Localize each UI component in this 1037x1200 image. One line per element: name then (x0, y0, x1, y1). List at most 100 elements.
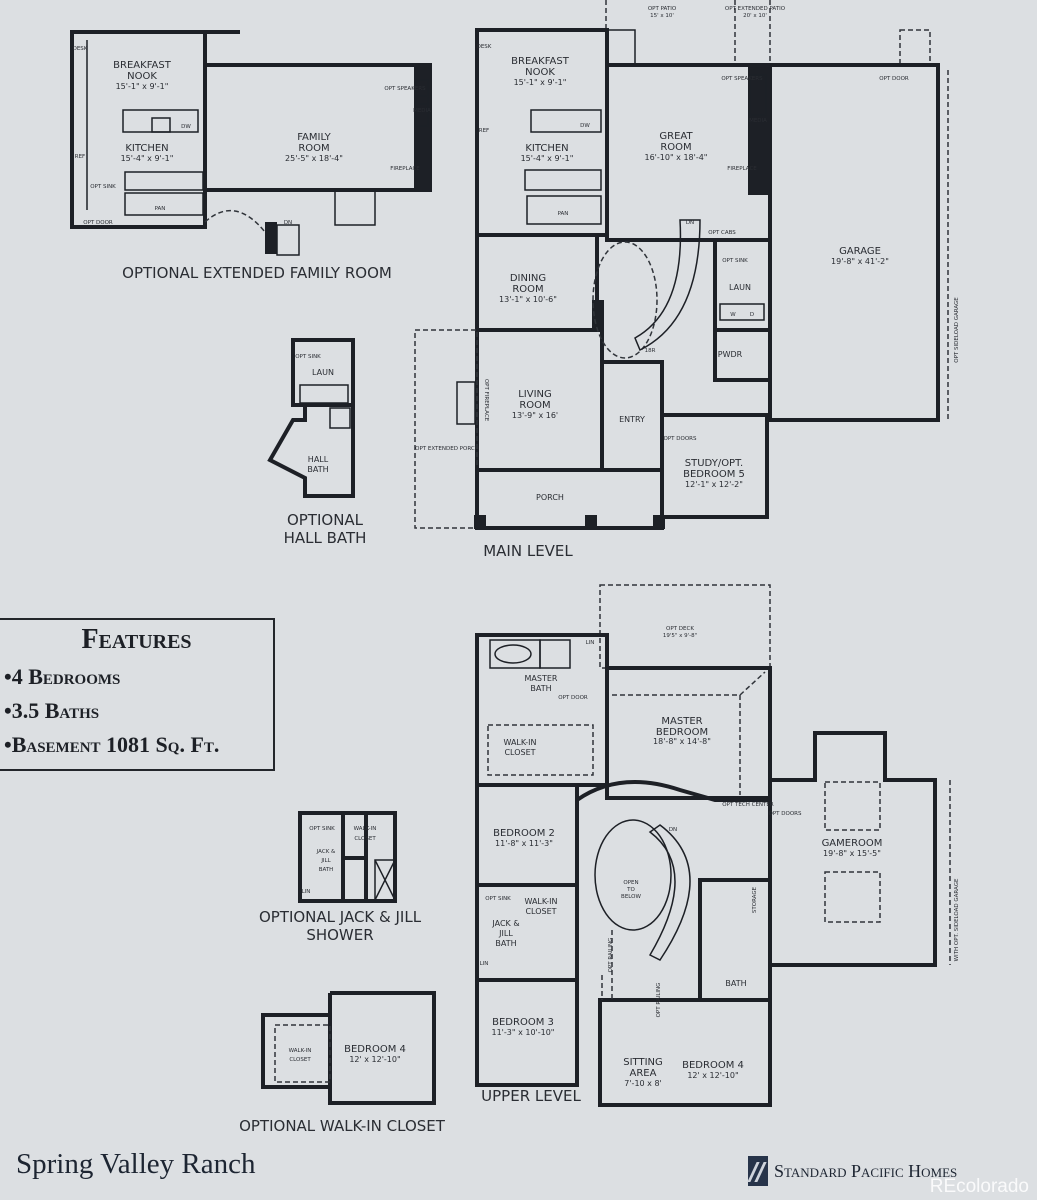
small-label: OPT SPEAKERS (721, 76, 763, 82)
room-name: LIVING (518, 389, 552, 400)
builder-brand: Standard Pacific Homes (748, 1156, 957, 1186)
small-label: REF (75, 154, 85, 160)
room-name: BEDROOM 3 (492, 1017, 554, 1028)
small-label: DN (669, 827, 677, 833)
room-name: NOOK (525, 67, 555, 78)
room-dims: 15'-1" x 9'-1" (514, 78, 567, 87)
small-label: WITH OPT. SIDELOAD GARAGE (954, 878, 960, 961)
room-name: ROOM (660, 142, 691, 153)
room-name: BEDROOM 5 (683, 469, 745, 480)
small-label: LIN (480, 961, 489, 967)
room-name: ENTRY (619, 415, 645, 424)
room-dims: 15'-4" x 9'-1" (121, 154, 174, 163)
hall-bath-plan: OPT SINK LAUN HALL BATH OPTIONAL HALL BA… (267, 338, 366, 547)
watermark: REcolorado (929, 1176, 1029, 1197)
room-name: AREA (630, 1068, 657, 1079)
small-label: DN (284, 220, 292, 226)
room-name: WALK-IN (524, 897, 557, 906)
room-dims: 15'-4" x 9'-1" (521, 154, 574, 163)
room-dims: 7'-10 x 8' (624, 1079, 661, 1088)
room-name: BATH (307, 465, 328, 474)
small-label: REF (479, 128, 489, 134)
plan-caption: OPTIONAL EXTENDED FAMILY ROOM (122, 264, 392, 282)
small-label: DESK (477, 44, 492, 50)
room-name: PORCH (536, 493, 564, 502)
room-name: BATH (725, 979, 746, 988)
room-name: LAUN (312, 368, 334, 377)
room-name: WALK-IN (503, 738, 536, 747)
small-label: FIREPLACE (727, 166, 757, 172)
features-title: Features (81, 624, 192, 655)
room-name: HALL (308, 455, 329, 464)
feature-item: •Basement 1081 Sq. Ft. (4, 732, 220, 757)
small-label: OPT SINK (309, 826, 335, 832)
small-label: OPT SINK (485, 896, 511, 902)
room-name: CLOSET (525, 907, 556, 916)
small-label: OPT TECH CENTER (722, 802, 774, 808)
room-name: FAMILY (297, 132, 331, 143)
small-label: DESK (73, 46, 88, 52)
room-name: PWDR (718, 350, 743, 359)
feature-item: •4 Bedrooms (4, 664, 121, 689)
room-dims: 12'-1" x 12'-2" (685, 480, 743, 489)
small-label: OPT DOOR (879, 76, 909, 82)
jack-jill-shower-plan: OPT SINK LIN WALK-IN CLOSET JACK & JILL … (259, 811, 422, 944)
room-name: BELOW (621, 894, 641, 900)
room-name: OPEN (623, 880, 638, 886)
room-dims: 25'-5" x 18'-4" (285, 154, 343, 163)
plan-caption: SHOWER (306, 926, 373, 944)
room-name: LAUN (729, 283, 751, 292)
room-dims: 12' x 12'-10" (349, 1055, 400, 1064)
room-dims: 18'-8" x 14'-8" (653, 737, 711, 746)
small-label: OPT DOOR (83, 220, 113, 226)
feature-item: •3.5 Baths (4, 698, 100, 723)
small-label: 15' x 10' (650, 13, 674, 19)
room-name: ROOM (512, 284, 543, 295)
room-name: BEDROOM (656, 727, 708, 738)
room-name: WALK-IN (289, 1048, 312, 1054)
small-label: LIN (586, 640, 595, 646)
room-name: JILL (498, 929, 513, 938)
plan-caption: UPPER LEVEL (481, 1087, 581, 1105)
room-name: CLOSET (354, 836, 376, 842)
main-level-plan: OPT PATIO 15' x 10' OPT EXTENDED PATIO 2… (414, 0, 960, 560)
small-label: PAN (155, 206, 166, 212)
room-dims: 16'-10" x 18'-4" (645, 153, 708, 162)
room-name: BATH (530, 684, 551, 693)
walk-in-closet-plan: WALK-IN CLOSET BEDROOM 4 12' x 12'-10" O… (239, 991, 446, 1135)
room-name: ROOM (519, 400, 550, 411)
small-label: OPT SPEAKERS (384, 86, 426, 92)
small-label: FIREPLACE (390, 166, 420, 172)
small-label: MEDIA (413, 108, 431, 114)
room-name: JACK & (316, 849, 336, 855)
small-label: STORAGE (752, 886, 758, 913)
small-label: 19'5" x 9'-8" (663, 633, 697, 639)
small-label: 20' x 10' (743, 13, 767, 19)
small-label: 18R (645, 348, 656, 354)
room-dims: 19'-8" x 15'-5" (823, 849, 881, 858)
upper-level-plan: OPT DECK 19'5" x 9'-8" LIN OPT DOOR OPT … (475, 584, 960, 1107)
room-dims: 11'-3" x 10'-10" (492, 1028, 555, 1037)
room-name: SITTING (623, 1057, 663, 1068)
room-dims: 15'-1" x 9'-1" (116, 82, 169, 91)
room-dims: 11'-8" x 11'-3" (495, 839, 553, 848)
room-dims: 13'-9" x 16' (512, 411, 558, 420)
small-label: DN (686, 220, 694, 226)
room-dims: 13'-1" x 10'-6" (499, 295, 557, 304)
room-name: CLOSET (289, 1057, 311, 1063)
builder-logo-icon (748, 1156, 768, 1186)
small-label: PAN (558, 211, 569, 217)
plan-caption: MAIN LEVEL (483, 542, 573, 560)
small-label: OPT DOORS (769, 811, 802, 817)
small-label: OPT DECK (666, 626, 694, 632)
features-box: Features •4 Bedrooms •3.5 Baths •Basemen… (0, 618, 275, 771)
small-label: OPT EXTENDED PATIO (725, 6, 786, 12)
small-label: DW (181, 124, 191, 130)
room-name: CLOSET (504, 748, 535, 757)
room-name: JILL (320, 858, 331, 864)
small-label: OPT RAILING (608, 938, 614, 973)
room-name: MASTER (525, 674, 558, 683)
room-dims: 12' x 12'-10" (687, 1071, 738, 1080)
room-name: KITCHEN (125, 143, 168, 154)
